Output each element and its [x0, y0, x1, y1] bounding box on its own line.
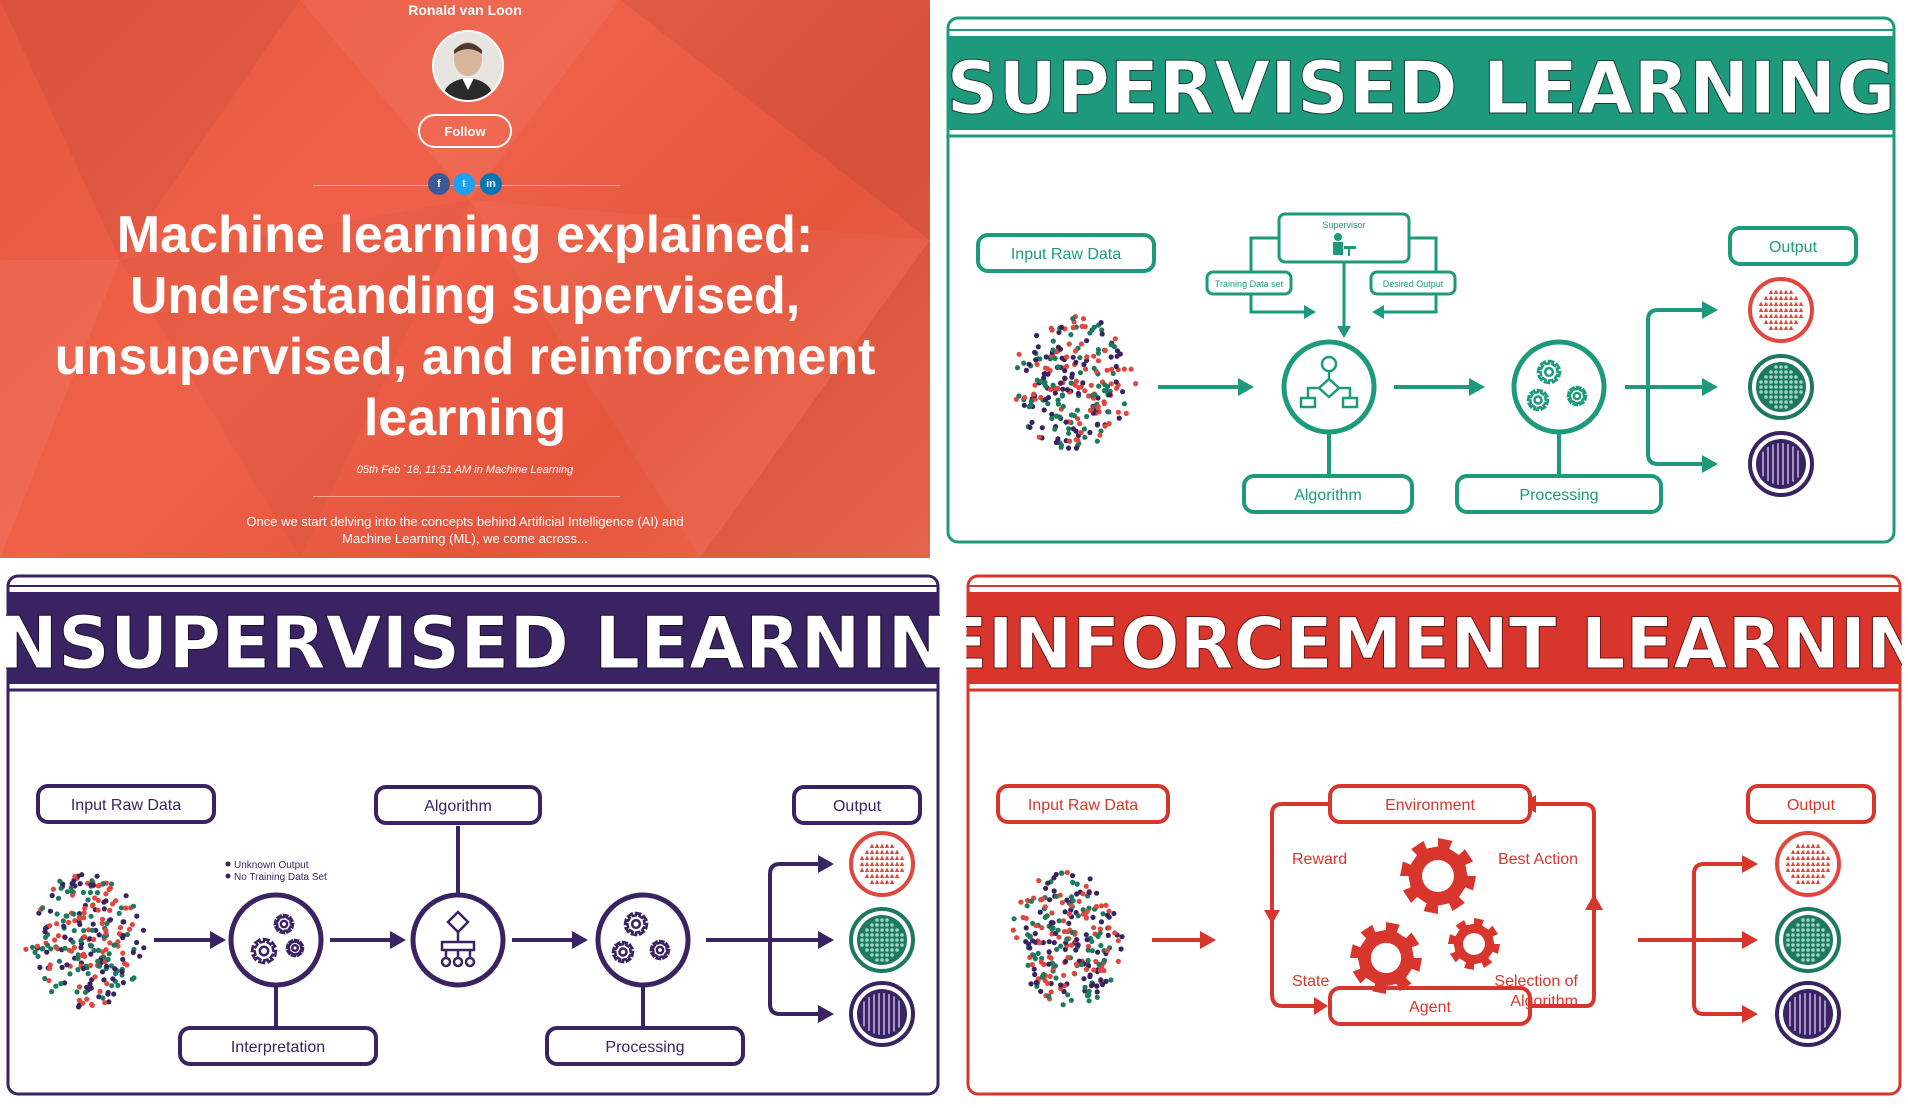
- processing-box: [545, 1026, 745, 1066]
- raw-data-cluster: [23, 872, 147, 1010]
- output-class-green: [1775, 907, 1841, 973]
- training-data-box: [1205, 270, 1293, 296]
- output-class-purple: [1748, 431, 1814, 497]
- divider: [313, 496, 620, 497]
- output-class-green: [1748, 354, 1814, 420]
- flowchart-icon: [440, 910, 476, 968]
- article-title[interactable]: Machine learning explained: Understandin…: [54, 206, 876, 447]
- interpretation-label: Interpretation: [231, 1039, 325, 1056]
- agent-label: Agent: [1409, 999, 1451, 1016]
- gears-check-icon: [250, 913, 305, 965]
- panel-title: UNSUPERVISED LEARNING: [6, 601, 940, 685]
- panel-title: SUPERVISED LEARNING: [947, 46, 1896, 130]
- best-action-label: Best Action: [1498, 851, 1578, 868]
- interpretation-box: [178, 1026, 378, 1066]
- input-raw-data-label: Input Raw Data: [1011, 246, 1121, 263]
- output-box: [792, 785, 922, 825]
- agent-box: [1328, 986, 1532, 1026]
- article-meta: 05th Feb `18, 11:51 AM in Machine Learni…: [356, 464, 574, 476]
- output-label: Output: [1787, 797, 1836, 814]
- input-raw-data-label: Input Raw Data: [1028, 797, 1138, 814]
- output-class-purple: [849, 981, 915, 1047]
- state-label: State: [1292, 973, 1329, 990]
- reinforcement-learning-panel: REINFORCEMENT LEARNING Input Raw Data En…: [966, 574, 1902, 1096]
- processing-label: Processing: [1519, 487, 1598, 504]
- output-class-green: [849, 907, 915, 973]
- processing-node: [1511, 339, 1607, 435]
- follow-button[interactable]: Follow: [418, 114, 512, 148]
- environment-label: Environment: [1385, 797, 1475, 814]
- algorithm-node: [1281, 339, 1377, 435]
- raw-data-cluster: [1013, 314, 1139, 451]
- author-avatar[interactable]: [432, 30, 504, 102]
- input-raw-data-label: Input Raw Data: [71, 797, 181, 814]
- article-hero: Ronald van Loon Follow f t in Machine le…: [0, 0, 930, 558]
- supervised-learning-panel: SUPERVISED LEARNING Input Raw Data Super…: [946, 16, 1896, 544]
- flowchart-icon: [1299, 355, 1359, 409]
- training-data-label: Training Data set: [1215, 279, 1284, 289]
- supervisor-label: Supervisor: [1322, 220, 1365, 230]
- algorithm-label: Algorithm: [1294, 487, 1362, 504]
- output-class-red: [849, 831, 915, 897]
- output-box: [1746, 784, 1876, 824]
- selection-label-line2: Algorithm: [1510, 993, 1578, 1010]
- selection-label-line1: Selection of: [1494, 973, 1578, 990]
- environment-box: [1328, 784, 1532, 824]
- output-class-purple: [1775, 981, 1841, 1047]
- processing-box: [1455, 474, 1663, 514]
- note-unknown-output: Unknown Output: [234, 860, 309, 871]
- gears-icon: [611, 911, 671, 964]
- output-label: Output: [1769, 239, 1818, 256]
- article-excerpt: Once we start delving into the concepts …: [246, 514, 684, 546]
- unsupervised-learning-panel: UNSUPERVISED LEARNING Input Raw Data Unk…: [6, 574, 940, 1096]
- reward-label: Reward: [1292, 851, 1347, 868]
- output-label: Output: [833, 798, 882, 815]
- author-name[interactable]: Ronald van Loon: [408, 2, 522, 18]
- desired-output-box: [1369, 270, 1457, 296]
- output-class-red: [1775, 831, 1841, 897]
- processing-label: Processing: [605, 1039, 684, 1056]
- input-raw-data-box: [996, 784, 1170, 824]
- output-box: [1728, 226, 1858, 266]
- input-raw-data-box: [976, 233, 1156, 273]
- linkedin-icon[interactable]: in: [480, 173, 502, 195]
- input-raw-data-box: [36, 784, 216, 824]
- note-no-training-data: No Training Data Set: [234, 872, 327, 883]
- processing-node: [595, 892, 691, 988]
- facebook-icon[interactable]: f: [428, 173, 450, 195]
- gears-icon: [1526, 359, 1588, 412]
- panel-title: REINFORCEMENT LEARNING: [966, 603, 1902, 685]
- desired-output-label: Desired Output: [1383, 279, 1444, 289]
- algorithm-box: [1242, 474, 1414, 514]
- agent-gears-icon: [1350, 838, 1500, 994]
- raw-data-cluster: [1010, 869, 1125, 1008]
- twitter-icon[interactable]: t: [453, 173, 475, 195]
- algorithm-label: Algorithm: [424, 798, 492, 815]
- supervisor-person-icon: [1333, 233, 1356, 256]
- algorithm-box: [374, 785, 542, 825]
- output-class-red: [1748, 277, 1814, 343]
- interpretation-node: [228, 892, 324, 988]
